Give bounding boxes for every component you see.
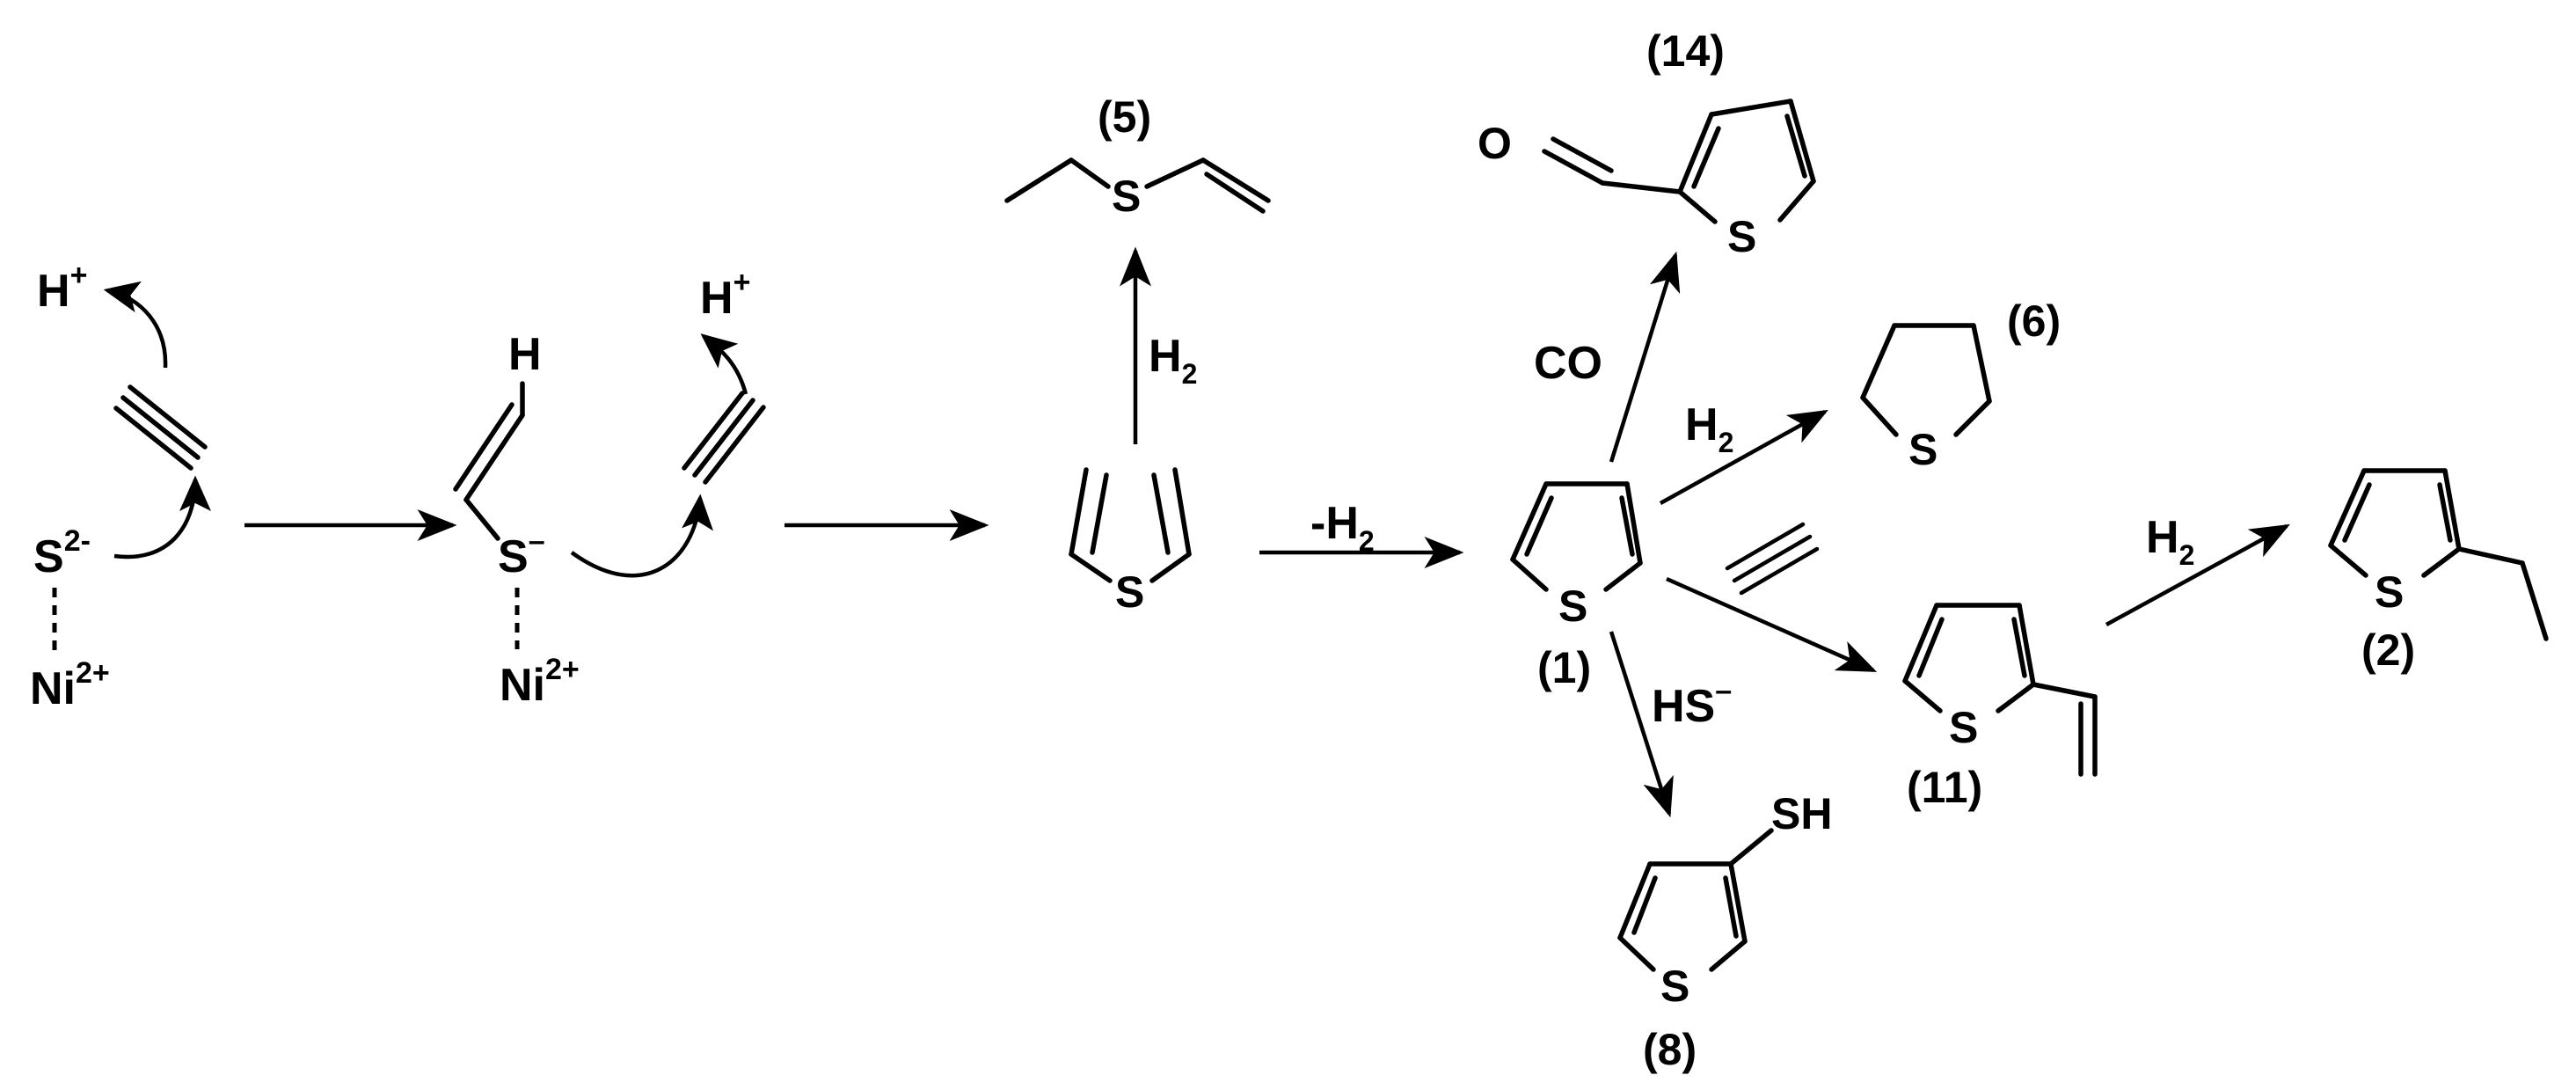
arrow-to-product-14 <box>1609 251 1681 463</box>
mechanism-step-1: H+ S2- Ni2+ <box>30 259 211 714</box>
thiophene-number: (1) <box>1537 643 1591 692</box>
reagent-co: CO <box>1534 338 1602 389</box>
reagent-h2-to-5: H2 <box>1149 331 1197 390</box>
product-8-thiophenethiol: S SH (8) <box>1617 789 1832 1074</box>
product-11-vinylthiophene: S (11) <box>1902 603 2098 812</box>
intermediate-s-atom: S <box>1115 567 1144 617</box>
reagent-minus-h2: -H2 <box>1310 498 1375 557</box>
vinyl-h-label: H <box>508 329 542 380</box>
product-14-thiophene-carbaldehyde: (14) S O <box>1478 26 1816 261</box>
sulfide-label: S2- <box>33 524 91 582</box>
product-8-number: (8) <box>1643 1025 1697 1074</box>
product-2-ethylthiophene: S (2) <box>2328 468 2549 675</box>
arrow-to-product-6 <box>1659 409 1828 505</box>
product-8-s-atom: S <box>1660 962 1689 1011</box>
curved-arrow-thiolate-attack <box>570 494 714 578</box>
product-6-s-atom: S <box>1908 425 1937 474</box>
arrow-to-product-11 <box>1666 576 1878 673</box>
thiolate-label: S– <box>498 524 545 582</box>
thiophene-1: S (1) <box>1510 481 1643 692</box>
acetylene-2 <box>682 391 766 485</box>
product-2-s-atom: S <box>2375 567 2404 617</box>
nickel-label-1: Ni2+ <box>30 656 110 714</box>
product-5-number: (5) <box>1098 92 1151 142</box>
product-11-number: (11) <box>1907 763 1982 812</box>
curved-arrow-sulfide-attack <box>113 475 211 560</box>
acetylene-1 <box>113 384 208 471</box>
reagent-hs: HS– <box>1652 674 1732 732</box>
product-11-s-atom: S <box>1949 703 1978 752</box>
curved-arrow-deprotonation-2 <box>700 333 748 395</box>
product-14-s-atom: S <box>1727 212 1756 261</box>
product-2-number: (2) <box>2361 625 2415 675</box>
nickel-label-2: Ni2+ <box>500 653 580 711</box>
product-5-s-atom: S <box>1112 172 1141 221</box>
reagent-acetylene <box>1725 522 1820 596</box>
arrow-to-product-8 <box>1609 631 1674 818</box>
product-5-ethyl-vinyl-sulfide: (5) S <box>1004 92 1271 221</box>
divinyl-sulfide-intermediate: S <box>1069 467 1192 617</box>
product-14-o-atom: O <box>1478 119 1512 168</box>
product-6-tetrahydrothiophene: (6) S <box>1860 296 2061 474</box>
proton-label-2: H+ <box>700 266 750 324</box>
vinyl-double-bond-b <box>453 402 514 492</box>
reagent-h2-to-6: H2 <box>1685 399 1733 458</box>
product-14-number: (14) <box>1646 26 1725 76</box>
product-6-number: (6) <box>2007 296 2061 346</box>
vinyl-double-bond-a <box>463 413 525 502</box>
product-8-sh-group: SH <box>1771 789 1832 838</box>
thiophene-s-atom: S <box>1558 582 1587 631</box>
c-s-bond <box>463 497 500 541</box>
curved-arrow-deprotonation-1 <box>103 281 168 369</box>
mechanism-step-2: H S– H+ Ni2+ <box>453 266 766 711</box>
reagent-h2-to-2: H2 <box>2146 512 2194 571</box>
proton-label-1: H+ <box>37 259 87 317</box>
arrow-to-product-2 <box>2105 523 2290 626</box>
